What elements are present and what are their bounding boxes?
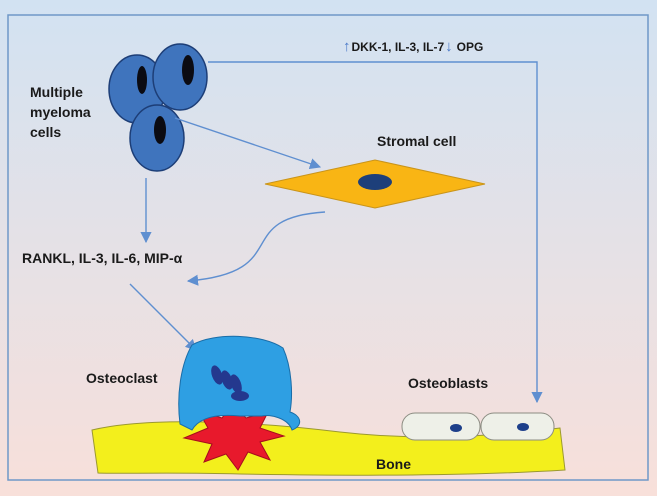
up-arrow-icon: ↑ [343,38,351,55]
diagram-frame [7,14,649,481]
dkk-opg-factors-label: ↑ DKK-1, IL-3, IL-7 ↓ OPG [342,38,483,55]
myeloma-cells-label: Multiple myeloma cells [30,84,91,140]
upregulated-factors: DKK-1, IL-3, IL-7 [351,39,445,54]
resorption-burst [182,403,286,471]
osteoclast-label: Osteoclast [86,370,158,386]
arrow-myeloma-to-stromal [174,117,322,170]
arrow-factors-to-osteoclast [129,283,197,351]
stromal-nucleus [358,174,392,190]
secreted-factors-label: RANKL, IL-3, IL-6, MIP-α [22,250,183,266]
myeloma-cell [152,43,208,111]
osteoblasts-label: Osteoblasts [408,375,489,391]
osteoblast-cell [480,412,555,441]
osteoblast-cell [401,412,481,441]
down-arrow-icon: ↓ [445,38,453,55]
myeloma-cell-cluster [108,43,208,172]
arrow-myeloma-to-osteoblasts [208,61,543,404]
downregulated-factors: OPG [456,39,484,54]
arrow-stromal-to-factors [186,211,326,286]
stromal-cell-label: Stromal cell [377,133,457,149]
stromal-cell [264,159,486,209]
bone-label: Bone [376,456,411,472]
osteoclast-cell [178,335,301,431]
osteoclast-nuclei [211,365,249,401]
myeloma-cell [129,104,185,172]
